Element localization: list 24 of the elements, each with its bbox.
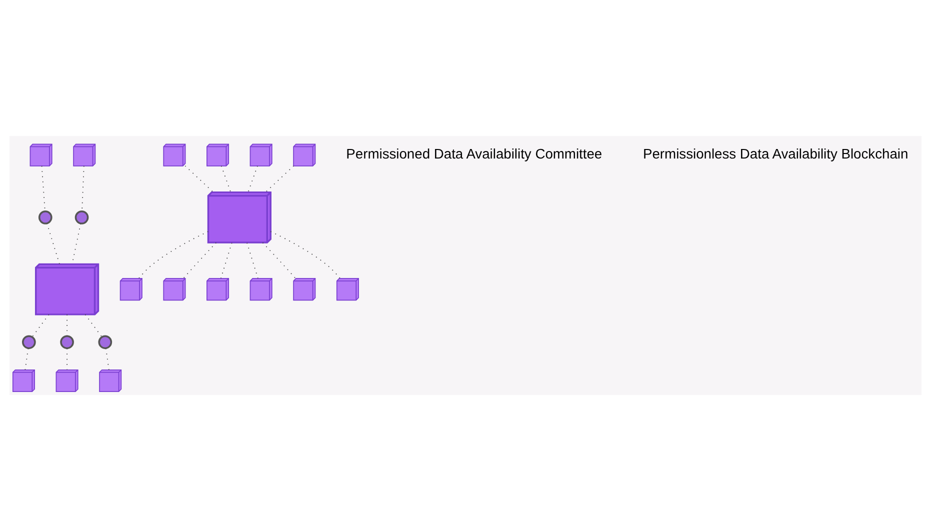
connector: [270, 230, 341, 278]
connector: [184, 165, 214, 192]
label: Permissionless Data Availability Blockchain: [643, 144, 908, 161]
node-lock: [60, 334, 74, 349]
connector: [24, 348, 29, 370]
connector: [138, 230, 209, 278]
node-lock: [38, 210, 52, 224]
connector: [265, 165, 294, 192]
label: Permissioned Data Availability Committee: [346, 144, 602, 161]
node-lock: [98, 334, 112, 349]
connector: [262, 242, 296, 278]
connector: [41, 165, 46, 211]
connector: [32, 314, 50, 337]
connector: [220, 165, 232, 192]
connector: [82, 165, 84, 211]
connector: [46, 222, 60, 264]
node-lock: [74, 210, 89, 224]
node-lock: [22, 334, 36, 349]
connector: [84, 314, 102, 337]
connector: [220, 242, 232, 278]
connector: [182, 242, 217, 278]
connector: [248, 165, 258, 192]
connector: [246, 242, 258, 278]
connector: [106, 348, 110, 370]
